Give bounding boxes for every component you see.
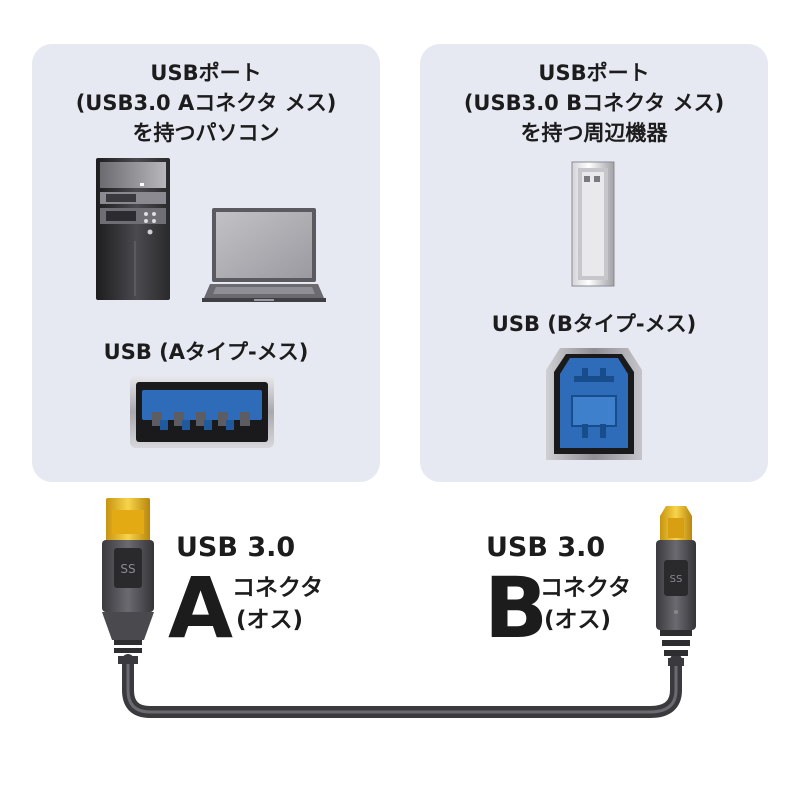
- external-drive-image: [571, 161, 615, 287]
- host-title-line-3: を持つパソコン: [132, 121, 280, 145]
- device-title-line-3: を持つ周辺機器: [520, 121, 668, 145]
- host-title-line-1: USBポート: [150, 61, 262, 85]
- laptop-image: [202, 208, 326, 302]
- device-panel-title: USBポート (USB3.0 Bコネクタ メス) を持つ周辺機器: [420, 58, 768, 148]
- connector-a-letter: A: [168, 559, 234, 657]
- connector-b-name: コネクタ: [540, 575, 632, 601]
- connector-b-gender: (オス): [544, 607, 612, 633]
- connector-a-spec: USB 3.0: [176, 532, 296, 563]
- svg-text:SS: SS: [670, 574, 683, 585]
- usb-a-female-label: USB (Aタイプ-メス): [103, 340, 309, 364]
- host-title-line-2: (USB3.0 Aコネクタ メス): [75, 91, 337, 115]
- connector-b-letter: B: [484, 559, 549, 657]
- usb-a-male-plug-image: SS: [102, 498, 154, 664]
- svg-text:SS: SS: [120, 562, 135, 576]
- peripheral-device-panel: USBポート (USB3.0 Bコネクタ メス) を持つ周辺機器 USB (Bタ…: [420, 44, 768, 482]
- connector-a-name: コネクタ: [232, 575, 324, 601]
- connector-b-spec: USB 3.0: [486, 532, 606, 563]
- usb-a-female-port-image: [130, 376, 274, 448]
- host-pc-panel: USBポート (USB3.0 Aコネクタ メス) を持つパソコン: [32, 44, 380, 482]
- desktop-tower-pc-image: [96, 158, 170, 300]
- usb-b-male-plug-image: SS: [656, 506, 696, 666]
- usb-b-female-label: USB (Bタイプ-メス): [491, 312, 697, 336]
- device-title-line-1: USBポート: [538, 61, 650, 85]
- device-title-line-2: (USB3.0 Bコネクタ メス): [463, 91, 725, 115]
- host-panel-title: USBポート (USB3.0 Aコネクタ メス) を持つパソコン: [32, 58, 380, 148]
- usb-b-female-port-image: [546, 348, 642, 460]
- connector-a-gender: (オス): [236, 607, 304, 633]
